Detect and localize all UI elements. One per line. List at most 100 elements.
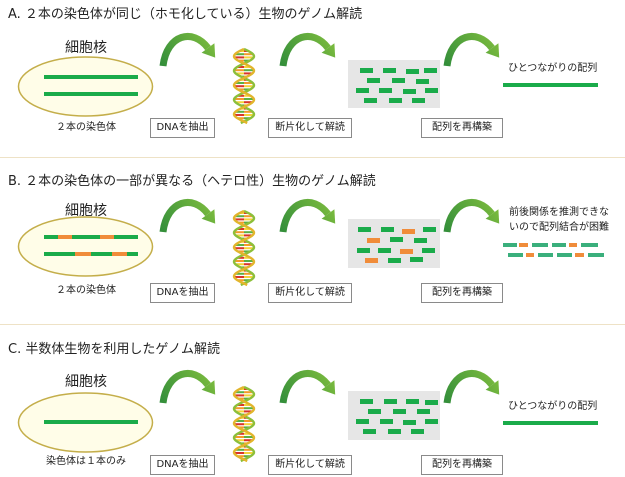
read-fragment bbox=[356, 88, 369, 93]
read-fragment bbox=[390, 237, 403, 242]
read-fragment bbox=[410, 257, 423, 262]
dna-strand bbox=[232, 385, 256, 463]
unassembled-fragment bbox=[519, 243, 528, 247]
result-label: ひとつながりの配列 bbox=[508, 401, 598, 412]
unassembled-fragment bbox=[538, 253, 553, 257]
read-fragment bbox=[393, 409, 406, 414]
result-label-line-1: 前後関係を推測できな bbox=[509, 207, 609, 218]
read-fragment bbox=[383, 68, 396, 73]
dna-helix-icon bbox=[232, 47, 256, 125]
read-fragment bbox=[388, 429, 401, 434]
read-fragment bbox=[367, 238, 380, 243]
step-reassemble: 配列を再構築 bbox=[421, 118, 503, 138]
read-fragment bbox=[417, 409, 430, 414]
unassembled-fragments bbox=[503, 243, 604, 257]
unassembled-fragment bbox=[526, 253, 534, 257]
read-fragment bbox=[356, 419, 369, 424]
curved-arrow-icon bbox=[447, 202, 499, 232]
read-fragment bbox=[365, 258, 378, 263]
curved-arrow-icon bbox=[283, 36, 335, 66]
step-fragment-and-read: 断片化して解読 bbox=[268, 118, 352, 138]
dna-helix-icon bbox=[232, 209, 256, 287]
unassembled-fragment bbox=[588, 253, 604, 257]
read-fragment bbox=[406, 399, 419, 404]
curved-arrow-icon bbox=[447, 36, 499, 66]
dna-strand bbox=[232, 385, 256, 463]
read-fragment bbox=[368, 409, 381, 414]
read-fragment bbox=[422, 248, 435, 253]
step-fragment-and-read: 断片化して解読 bbox=[268, 283, 352, 303]
read-fragment bbox=[400, 249, 413, 254]
step-extract-dna: DNAを抽出 bbox=[150, 283, 215, 303]
read-fragment bbox=[364, 98, 377, 103]
read-fragment bbox=[425, 419, 438, 424]
read-fragments bbox=[356, 399, 438, 434]
section-title: B. ２本の染色体の一部が異なる（ヘテロ性）生物のゲノム解読 bbox=[8, 174, 376, 189]
unassembled-fragment bbox=[581, 243, 598, 247]
read-fragment bbox=[384, 399, 397, 404]
read-fragments bbox=[357, 227, 436, 263]
step-fragment-and-read: 断片化して解読 bbox=[268, 455, 352, 475]
result-label: ひとつながりの配列 bbox=[508, 63, 598, 74]
curved-arrow-icon bbox=[283, 202, 335, 232]
section-title: C. 半数体生物を利用したゲノム解読 bbox=[8, 342, 220, 357]
read-fragment bbox=[358, 227, 371, 232]
dna-strand bbox=[232, 47, 256, 125]
read-fragment bbox=[360, 68, 373, 73]
section-c-graphics bbox=[17, 373, 598, 463]
read-fragment bbox=[416, 79, 429, 84]
unassembled-fragment bbox=[503, 243, 517, 247]
dna-strand bbox=[232, 209, 256, 287]
curved-arrow-icon bbox=[163, 202, 215, 232]
curved-arrow-icon bbox=[163, 36, 215, 66]
cell-nucleus bbox=[17, 56, 154, 117]
result-label-line-2: いので配列結合が困難 bbox=[509, 222, 609, 233]
read-fragment bbox=[412, 98, 425, 103]
step-reassemble: 配列を再構築 bbox=[421, 283, 503, 303]
read-fragment bbox=[403, 420, 416, 425]
read-fragment bbox=[411, 429, 424, 434]
read-fragment bbox=[423, 227, 436, 232]
nucleus-label: 細胞核 bbox=[65, 40, 107, 56]
unassembled-fragment bbox=[552, 243, 566, 247]
read-fragment bbox=[388, 258, 401, 263]
section-a-graphics bbox=[17, 36, 598, 125]
read-fragment bbox=[357, 248, 370, 253]
chromosome-caption: ２本の染色体 bbox=[56, 285, 116, 296]
unassembled-fragment bbox=[508, 253, 523, 257]
step-extract-dna: DNAを抽出 bbox=[150, 455, 215, 475]
step-extract-dna: DNAを抽出 bbox=[150, 118, 215, 138]
dna-strand bbox=[232, 209, 256, 287]
dna-strand bbox=[232, 47, 256, 125]
read-fragment bbox=[363, 429, 376, 434]
unassembled-fragment bbox=[532, 243, 548, 247]
unassembled-fragment bbox=[575, 253, 584, 257]
nucleus-label: 細胞核 bbox=[65, 374, 107, 390]
read-fragment bbox=[406, 69, 419, 74]
read-fragment bbox=[424, 68, 437, 73]
unassembled-fragment bbox=[569, 243, 577, 247]
read-fragment bbox=[367, 78, 380, 83]
read-fragment bbox=[402, 229, 415, 234]
read-fragment bbox=[379, 88, 392, 93]
read-fragment bbox=[414, 238, 427, 243]
read-fragment bbox=[378, 248, 391, 253]
section-b-graphics bbox=[17, 202, 604, 287]
unassembled-fragment bbox=[557, 253, 572, 257]
read-fragment bbox=[389, 98, 402, 103]
nucleus-label: 細胞核 bbox=[65, 203, 107, 219]
read-fragment bbox=[381, 227, 394, 232]
step-reassemble: 配列を再構築 bbox=[421, 455, 503, 475]
read-fragment bbox=[403, 89, 416, 94]
read-fragment bbox=[360, 399, 373, 404]
curved-arrow-icon bbox=[283, 373, 335, 403]
read-fragment bbox=[425, 88, 438, 93]
dna-helix-icon bbox=[232, 385, 256, 463]
cell-nucleus bbox=[17, 216, 154, 277]
chromosome-caption: ２本の染色体 bbox=[56, 122, 116, 133]
read-fragments bbox=[356, 68, 438, 103]
curved-arrow-icon bbox=[447, 373, 499, 403]
chromosome-caption: 染色体は１本のみ bbox=[46, 456, 126, 467]
read-fragment bbox=[380, 419, 393, 424]
